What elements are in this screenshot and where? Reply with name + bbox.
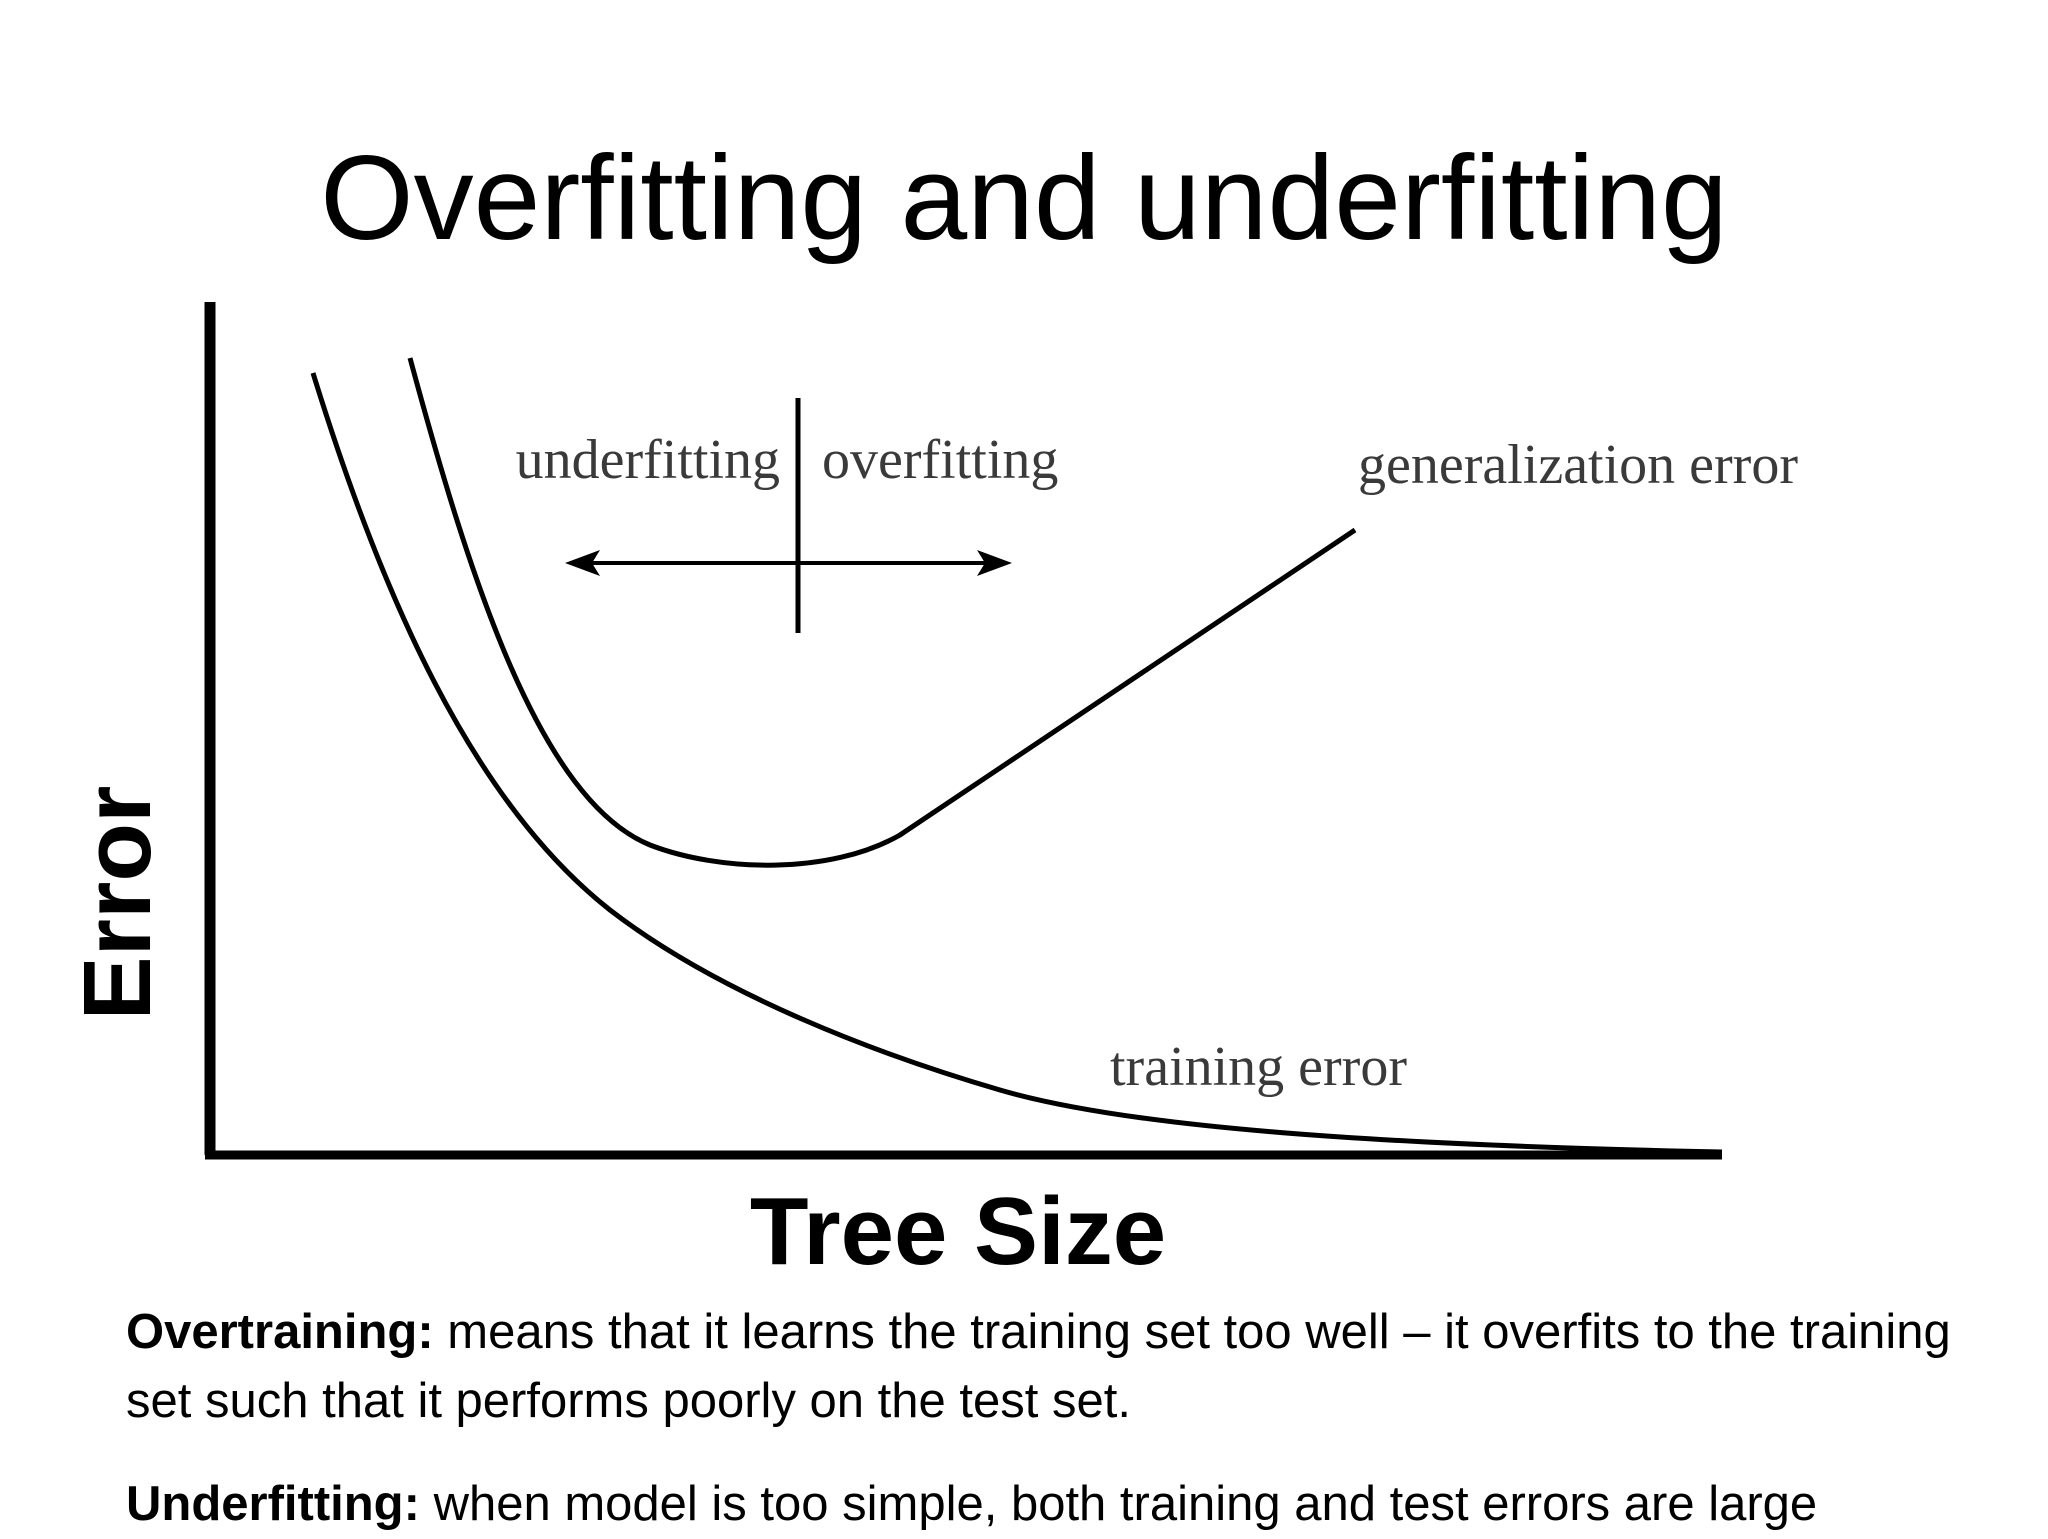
generalization-error-curve (407, 357, 1357, 868)
training-error-curve (310, 372, 1723, 1155)
right-arrow-head (977, 550, 1012, 576)
training-error-label: training error (1110, 1036, 1407, 1098)
left-arrow-head (565, 550, 600, 576)
slide-title: Overfitting and underfitting (320, 131, 1728, 265)
definition-term: Underfitting: (126, 1477, 420, 1531)
definition-underfitting: Underfitting: when model is too simple, … (126, 1470, 1966, 1539)
generalization-error-label: generalization error (1358, 434, 1798, 496)
definition-overtraining: Overtraining: means that it learns the t… (126, 1298, 1966, 1436)
definition-term: Overtraining: (126, 1305, 434, 1359)
definition-text: when model is too simple, both training … (433, 1477, 1818, 1531)
y-axis-label: Error (64, 786, 171, 1021)
definition-text: means that it learns the training set to… (126, 1305, 1951, 1428)
overfitting-region-label: overfitting (822, 429, 1058, 491)
x-axis-label: Tree Size (750, 1178, 1166, 1285)
underfitting-region-label: underfitting (516, 429, 780, 491)
